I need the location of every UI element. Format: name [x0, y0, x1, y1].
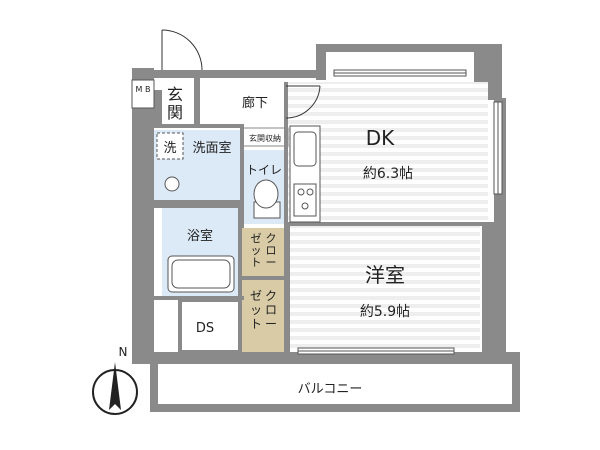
interior-walls — [154, 78, 486, 354]
entrance-label-bottom: 関 — [167, 103, 183, 122]
dk-size: 約6.3帖 — [363, 166, 413, 182]
ds-label: DS — [196, 321, 214, 336]
mb-box — [131, 79, 155, 109]
mb-label: M B — [136, 85, 151, 94]
windows — [297, 69, 503, 355]
toilet-label: トイレ — [246, 163, 282, 177]
compass-icon — [92, 362, 138, 415]
washing-machine-label: 洗 — [163, 141, 176, 156]
washroom-label: 洗面室 — [192, 140, 231, 156]
dk-label: DK — [366, 126, 395, 150]
closet-upper-label-bottom: ゼット — [251, 232, 262, 269]
dk-floor — [288, 82, 488, 222]
closet-upper — [242, 228, 284, 276]
compass-north-label: N — [119, 345, 128, 359]
dk-door — [285, 85, 321, 119]
closet-lower — [242, 280, 284, 352]
western-room-label: 洋室 — [365, 263, 405, 287]
entrance-storage-label: 玄関収納 — [249, 133, 281, 143]
bath-label: 浴室 — [187, 228, 213, 244]
balcony-label: バルコニー — [298, 382, 363, 397]
kitchen — [289, 125, 321, 223]
western-room-size: 約5.9帖 — [360, 304, 410, 320]
closet-lower-label-top: クロー — [265, 289, 277, 331]
hallway-label: 廊下 — [242, 95, 268, 111]
western-room-floor — [290, 224, 480, 352]
closet-lower-label-bottom: ゼット — [250, 289, 262, 331]
drain-icon — [164, 176, 180, 192]
entrance-label-top: 玄 — [167, 85, 183, 104]
front-door — [161, 29, 203, 71]
sink-icon — [293, 131, 317, 167]
washing-machine-icon — [156, 132, 184, 160]
closet-upper-label-top: クロー — [266, 232, 277, 269]
toilet-icon — [253, 179, 281, 219]
bathtub-icon — [167, 255, 235, 293]
stove-icon — [293, 183, 317, 217]
